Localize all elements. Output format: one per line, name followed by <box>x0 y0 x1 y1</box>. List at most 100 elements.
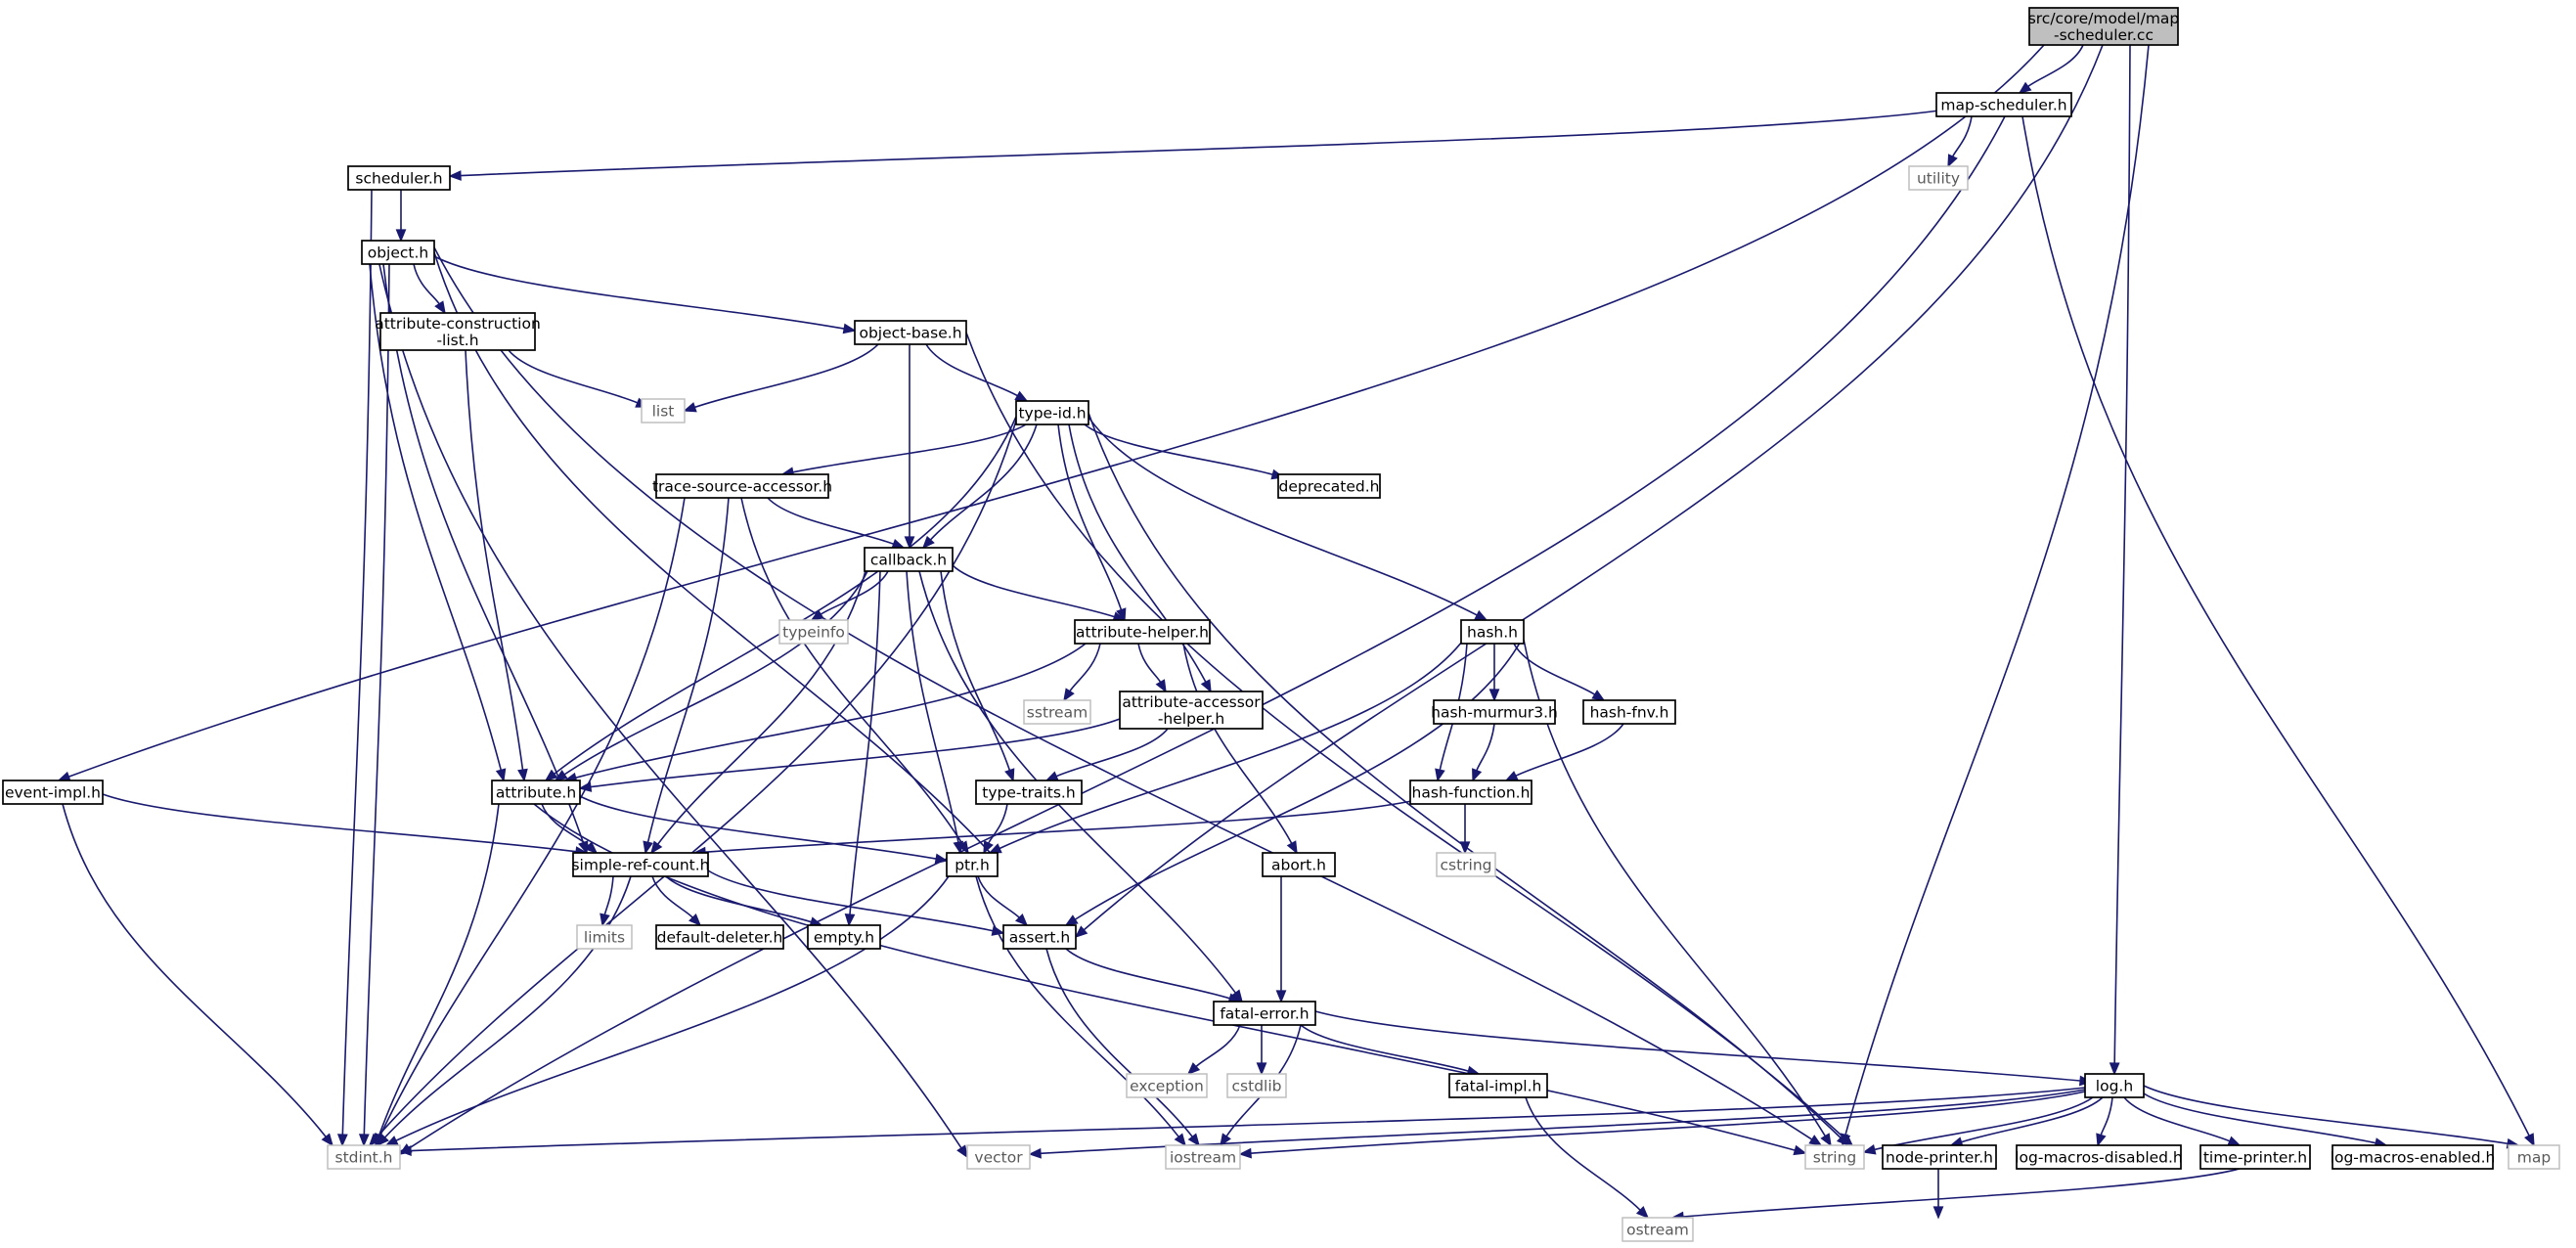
node-attr-helper[interactable]: attribute-helper.h <box>1074 619 1211 645</box>
arrowhead-map_scheduler_h-to-scheduler_h <box>448 170 462 181</box>
node-hash-fnv[interactable]: hash-fnv.h <box>1582 699 1676 725</box>
node-label: log-macros-enabled.h <box>2331 1149 2496 1167</box>
node-box <box>2016 1144 2182 1170</box>
node-assert-h[interactable]: assert.h <box>1002 924 1077 950</box>
node-event-impl[interactable]: event-impl.h <box>2 780 104 805</box>
node-type-id-h[interactable]: type-id.h <box>1015 400 1089 425</box>
edge-object_base_h-to-type_id_h <box>925 343 1018 397</box>
edge-map_scheduler_h-to-map <box>2021 115 2530 1137</box>
arrowhead-callback_h-to-simple_ref <box>650 840 663 855</box>
node-callback-h[interactable]: callback.h <box>864 547 954 572</box>
node-label: trace-source-accessor.h <box>652 478 832 496</box>
node-ptr-h[interactable]: ptr.h <box>946 852 999 877</box>
arrowhead-event_impl-to-stdint <box>321 1133 333 1147</box>
node-label: cstring <box>1440 857 1491 874</box>
arrowhead-hash_h-to-hash_fnv <box>1591 690 1606 701</box>
node-scheduler-h[interactable]: scheduler.h <box>347 165 451 191</box>
arrowhead-object_h-to-stdint <box>358 1134 370 1147</box>
node-empty-h[interactable]: empty.h <box>807 924 881 950</box>
edge-time_printer-to-ostream <box>1682 1168 2241 1218</box>
node-root[interactable]: src/core/model/map-scheduler.cc <box>2028 7 2180 46</box>
arrowhead-object_h-to-attr_construction <box>434 300 446 315</box>
edge-map_scheduler_h-to-utility <box>1951 115 1973 157</box>
edge-attr_construction-to-attribute_h <box>465 349 524 771</box>
edge-log_h-to-iostream <box>1250 1091 2086 1154</box>
edge-simple_ref-to-empty_h <box>665 875 812 923</box>
node-label: assert.h <box>1009 929 1070 947</box>
arrowhead-object_h-to-vector <box>956 1144 968 1159</box>
arrowhead-type_id_h-to-attr_accessor <box>1200 679 1212 693</box>
edge-object_h-to-ptr_h <box>433 251 992 854</box>
node-abort-h[interactable]: abort.h <box>1262 852 1336 877</box>
node-label: -helper.h <box>1158 710 1224 728</box>
node-simple-ref[interactable]: simple-ref-count.h <box>571 852 710 877</box>
edge-attr_accessor-to-type_traits <box>1055 728 1169 778</box>
arrowhead-log_h-to-vector <box>1028 1147 1042 1159</box>
node-log-enabled[interactable]: log-macros-enabled.h <box>2331 1144 2496 1170</box>
edge-callback_h-to-attr_helper <box>952 564 1115 618</box>
node-map-scheduler-h[interactable]: map-scheduler.h <box>1935 92 2072 117</box>
node-label: iostream <box>1170 1149 1236 1167</box>
edge-object_h-to-string <box>433 246 1813 1140</box>
node-log-h[interactable]: log.h <box>2084 1073 2145 1098</box>
edge-object_h-to-simple_ref <box>382 263 585 843</box>
arrowhead-object_h-to-attribute_h <box>495 768 507 782</box>
arrowhead-attr_accessor-to-type_traits <box>1044 771 1059 781</box>
arrowhead-abort_h-to-fatal_error <box>1275 990 1287 1003</box>
edge-attribute_h-to-ptr_h <box>579 795 937 860</box>
arrowhead-node_printer-to-ostream <box>1932 1206 1944 1220</box>
node-hash-function[interactable]: hash-function.h <box>1409 780 1532 805</box>
arrowhead-type_id_h-to-string <box>1836 1134 1850 1147</box>
node-trace-source[interactable]: trace-source-accessor.h <box>652 473 832 499</box>
node-log-disabled[interactable]: log-macros-disabled.h <box>2015 1144 2183 1170</box>
node-box <box>1582 699 1676 725</box>
arrowhead-log_h-to-log_disabled <box>2096 1133 2107 1147</box>
node-sstream: sstream <box>1023 699 1091 725</box>
arrowhead-type_id_h-to-hash_h <box>1474 609 1488 621</box>
node-label: object.h <box>368 245 429 262</box>
node-hash-h[interactable]: hash.h <box>1460 619 1525 645</box>
node-fatal-error[interactable]: fatal-error.h <box>1213 1001 1316 1026</box>
node-label: map-scheduler.h <box>1940 97 2066 114</box>
edge-object_h-to-stdint <box>363 263 390 1136</box>
node-box <box>2332 1144 2494 1170</box>
arrowhead-attribute_h-to-simple_ref <box>584 841 599 855</box>
arrowhead-fatal_error-to-iostream <box>1220 1133 1231 1147</box>
node-box <box>1448 1073 1548 1098</box>
arrowhead-attr_helper-to-sstream <box>1063 688 1075 702</box>
edge-trace_source-to-stdint <box>379 497 686 1137</box>
node-label: event-impl.h <box>5 784 101 802</box>
node-object-h[interactable]: object.h <box>361 240 435 265</box>
edge-log_h-to-log_enabled <box>2143 1092 2376 1144</box>
edge-type_id_h-to-string <box>1088 412 1842 1138</box>
node-default-deleter[interactable]: default-deleter.h <box>655 924 784 950</box>
node-box <box>576 924 633 950</box>
arrowhead-callback_h-to-attribute_h <box>554 770 568 781</box>
arrowhead-hash_h-to-assert_h <box>1064 914 1079 926</box>
node-type-traits[interactable]: type-traits.h <box>975 780 1083 805</box>
node-fatal-impl[interactable]: fatal-impl.h <box>1448 1073 1548 1098</box>
node-attr-accessor[interactable]: attribute-accessor-helper.h <box>1119 691 1264 730</box>
arrowhead-object_base_h-to-callback_h <box>904 536 915 550</box>
node-box <box>1460 619 1525 645</box>
node-label: ptr.h <box>955 857 990 874</box>
node-attribute-h[interactable]: attribute.h <box>491 780 581 805</box>
node-node-printer[interactable]: node-printer.h <box>1882 1144 1997 1170</box>
node-label: log.h <box>2096 1078 2133 1095</box>
node-box <box>1126 1073 1208 1098</box>
node-deprecated-h[interactable]: deprecated.h <box>1277 473 1381 499</box>
edge-attr_helper-to-sstream <box>1069 643 1101 692</box>
node-attr-construction[interactable]: attribute-construction-list.h <box>375 312 541 351</box>
edge-event_impl-to-simple_ref <box>102 793 577 853</box>
node-time-printer[interactable]: time-printer.h <box>2199 1144 2311 1170</box>
node-hash-murmur[interactable]: hash-murmur3.h <box>1431 699 1558 725</box>
arrowhead-ptr_h-to-iostream <box>1174 1133 1186 1147</box>
node-label: type-id.h <box>1018 405 1086 423</box>
node-label: ostream <box>1626 1222 1689 1239</box>
file-nodes: src/core/model/map-scheduler.cc map-sched… <box>2 7 2560 1242</box>
node-object-base-h[interactable]: object-base.h <box>854 320 967 345</box>
arrowhead-object_h-to-object_base_h <box>842 323 857 334</box>
node-box <box>655 473 829 499</box>
node-label: callback.h <box>870 552 947 569</box>
node-ostream: ostream <box>1621 1217 1694 1242</box>
